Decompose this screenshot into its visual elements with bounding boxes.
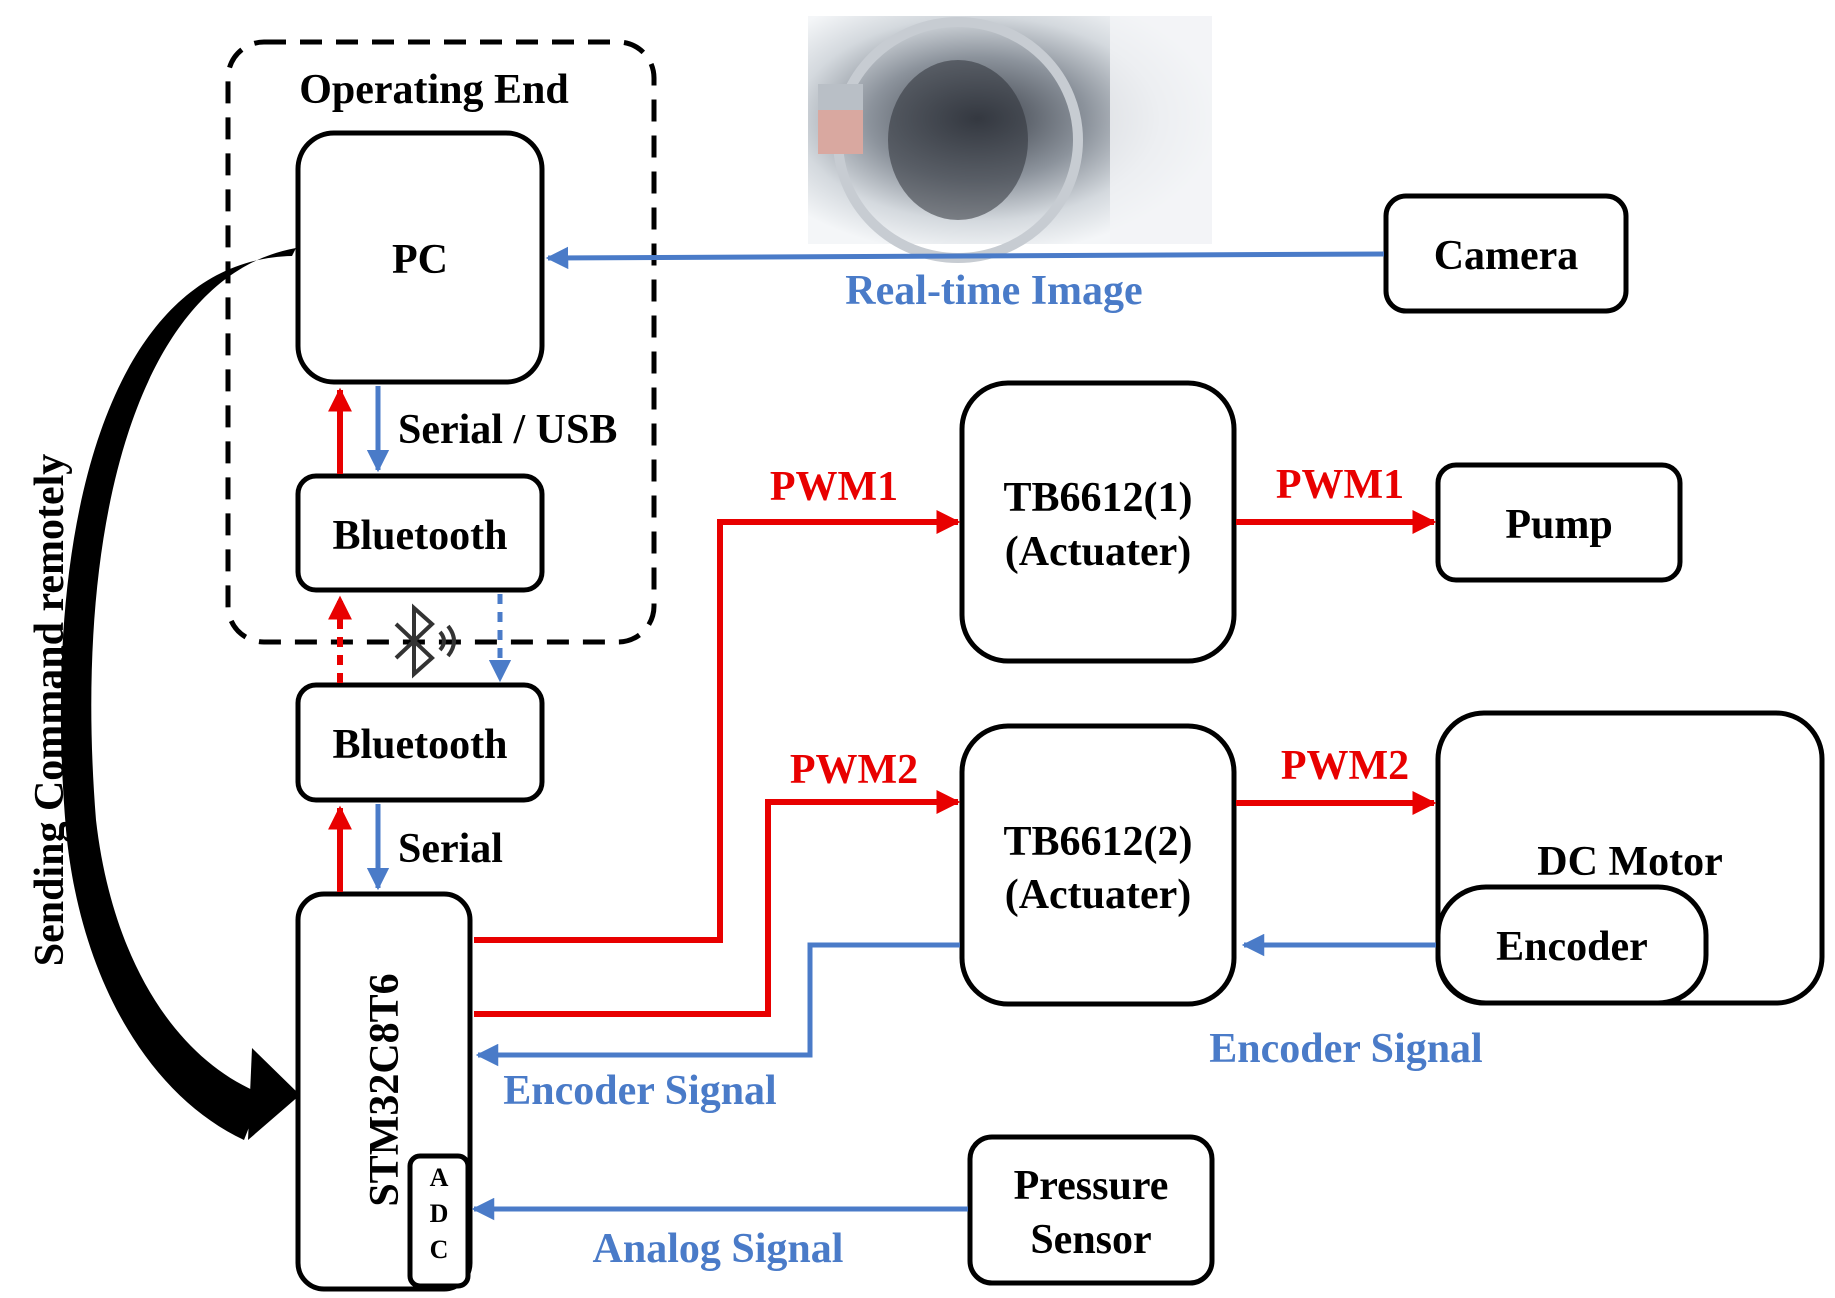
realtime-image-label: Real-time Image <box>845 268 1142 314</box>
mcu-label: STM32C8T6 <box>362 973 408 1206</box>
driver1-line1: TB6612(1) <box>1004 475 1193 521</box>
camera-label: Camera <box>1434 233 1579 279</box>
serial-label: Serial <box>398 826 503 872</box>
operating-end-frame <box>225 39 657 645</box>
bluetooth-top-label: Bluetooth <box>332 513 507 559</box>
remote-command-label: Sending Command remotely <box>27 454 73 967</box>
adc-letter-d: D <box>430 1199 449 1228</box>
driver2-line1: TB6612(2) <box>1004 819 1193 865</box>
bluetooth-top-box <box>295 473 545 593</box>
pc-label: PC <box>392 237 448 283</box>
pc-box <box>295 130 545 385</box>
bluetooth-icon <box>394 603 456 679</box>
encoder-to-mcu-arrow <box>475 942 960 1067</box>
bluetooth-bottom-label: Bluetooth <box>332 722 507 768</box>
pressure-line1: Pressure <box>1014 1163 1169 1209</box>
encoder-signal-left-label: Encoder Signal <box>503 1068 776 1114</box>
serial-usb-label: Serial / USB <box>398 407 617 453</box>
pump-box <box>1435 462 1683 583</box>
adc-box <box>407 1153 471 1289</box>
camera-box <box>1383 193 1629 314</box>
pwm1-in-arrow <box>474 510 961 943</box>
pwm2-in-arrow <box>474 790 961 1017</box>
pwm1-out-label: PWM1 <box>1276 462 1404 508</box>
analog-signal-label: Analog Signal <box>593 1226 844 1272</box>
operating-end-title: Operating End <box>299 67 569 113</box>
pressure-line2: Sensor <box>1030 1217 1151 1263</box>
driver1-box <box>959 380 1237 664</box>
encoder-signal-right-label: Encoder Signal <box>1209 1026 1482 1072</box>
driver2-box <box>959 723 1237 1007</box>
pump-label: Pump <box>1505 502 1612 548</box>
pressure-box <box>967 1134 1215 1286</box>
realtime-image-arrow <box>545 246 1385 270</box>
bluetooth-bottom-box <box>295 682 545 803</box>
adc-letter-c: C <box>430 1235 449 1264</box>
pwm2-out-label: PWM2 <box>1281 743 1409 789</box>
encoder-label: Encoder <box>1496 924 1648 970</box>
camera-image <box>808 16 1212 263</box>
pwm1-in-label: PWM1 <box>770 464 898 510</box>
encoder-box <box>1435 884 1709 1006</box>
adc-letter-a: A <box>430 1163 449 1192</box>
driver1-line2: (Actuater) <box>1005 529 1192 575</box>
remote-command-arrow <box>60 248 300 1140</box>
driver2-line2: (Actuater) <box>1005 872 1192 918</box>
motor-label: DC Motor <box>1537 839 1722 885</box>
pwm2-in-label: PWM2 <box>790 747 918 793</box>
